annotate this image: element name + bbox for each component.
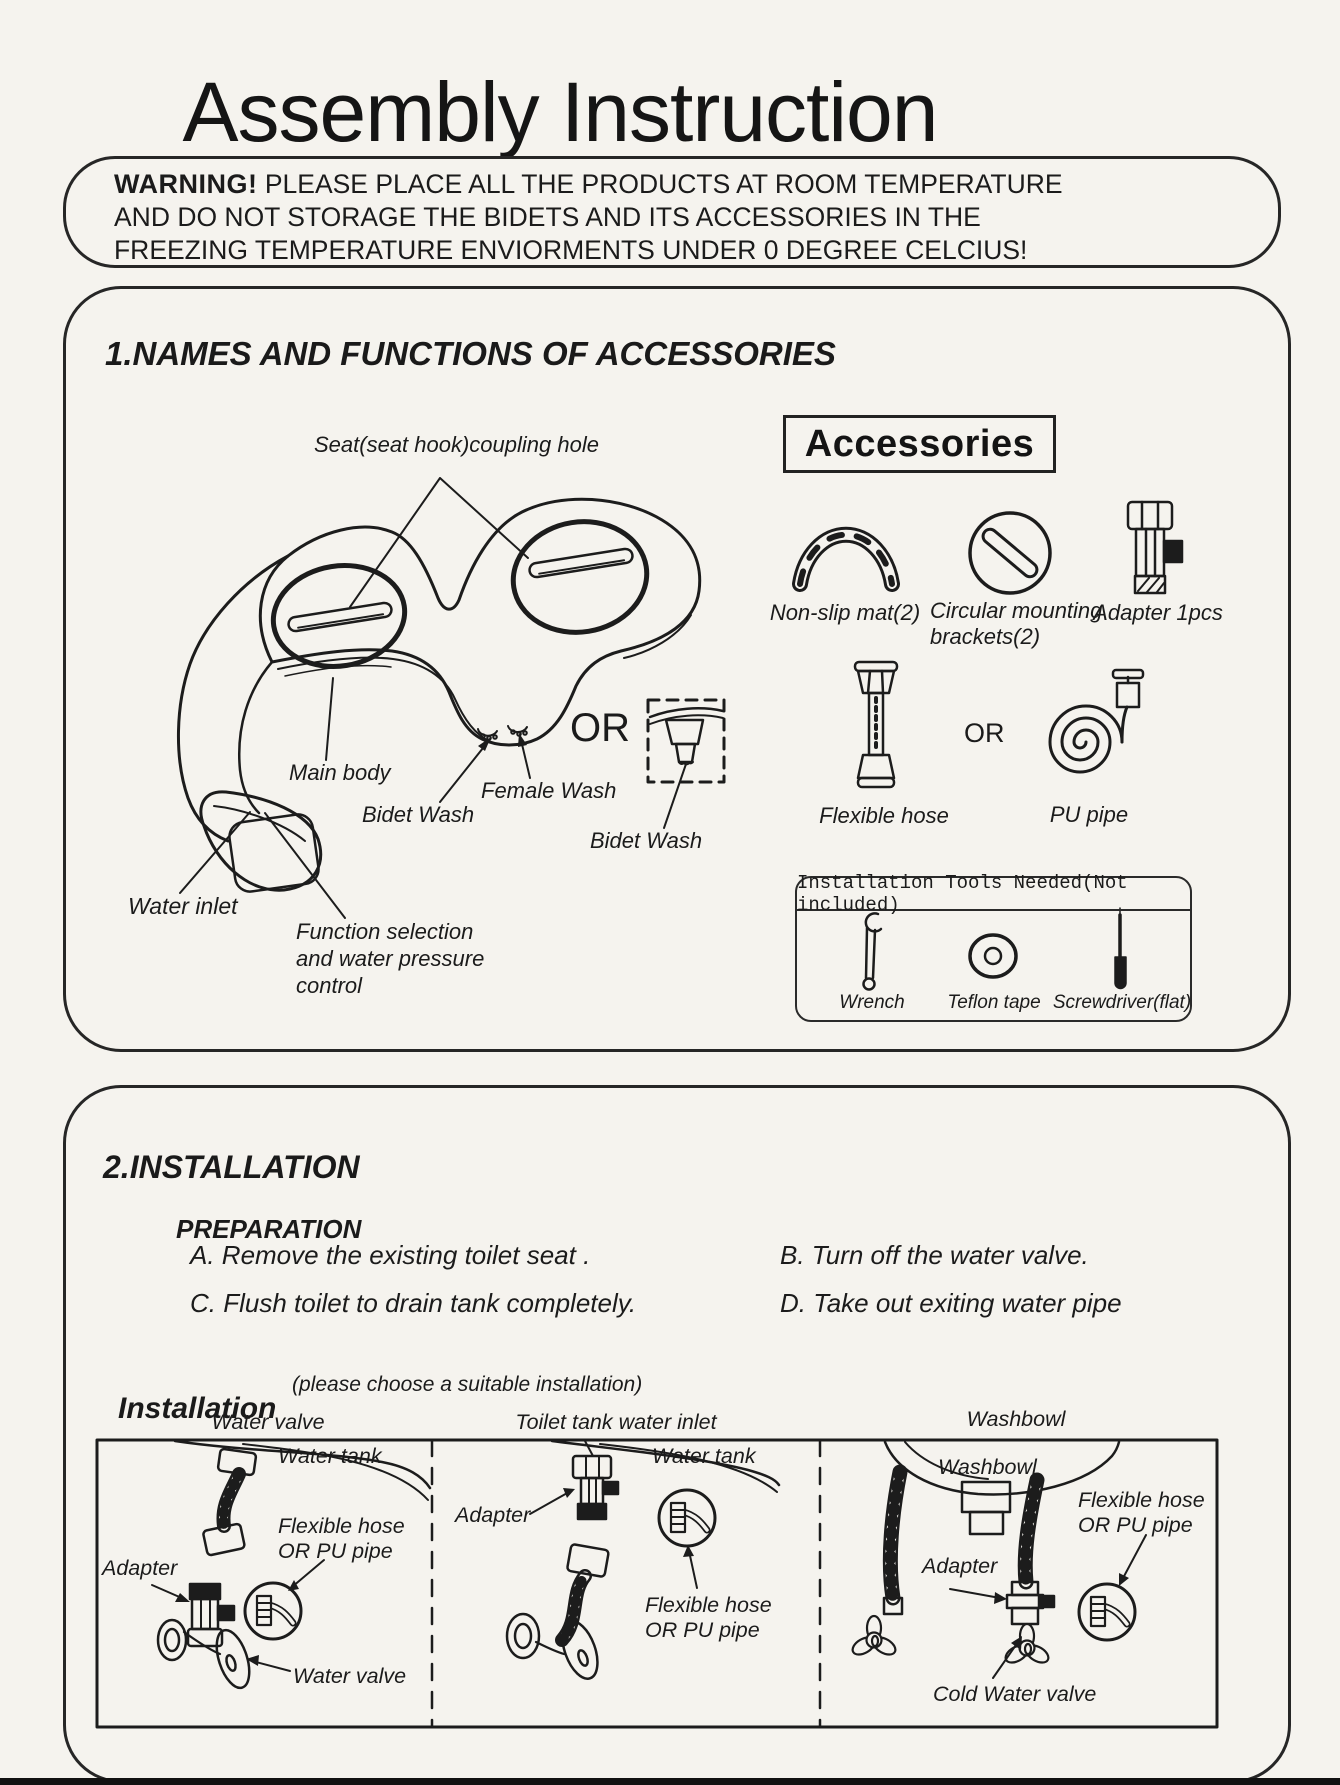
warning-label: WARNING! (114, 169, 258, 199)
panel3-label-cold-water-valve: Cold Water valve (933, 1682, 1097, 1706)
label-screwdriver: Screwdriver(flat) (1052, 992, 1192, 1013)
label-main-body: Main body (289, 760, 391, 785)
section-names-and-functions (63, 286, 1291, 1052)
label-function-selection: Function selection and water pressure co… (296, 919, 485, 998)
warning-text: WARNING! PLEASE PLACE ALL THE PRODUCTS A… (114, 169, 1063, 265)
label-teflon-tape: Teflon tape (947, 992, 1041, 1013)
accessories-title: Accessories (804, 422, 1035, 465)
label-flexible-hose: Flexible hose (819, 803, 949, 828)
label-water-inlet: Water inlet (128, 893, 238, 919)
label-adapter-1pcs: Adapter 1pcs (1093, 600, 1223, 625)
label-female-wash: Female Wash (481, 778, 617, 803)
tools-box: Installation Tools Needed(Not included) (795, 872, 1192, 1022)
panel2-label-adapter: Adapter (455, 1503, 531, 1527)
label-bidet-wash: Bidet Wash (362, 802, 475, 827)
panel1-label-hose: Flexible hose OR PU pipe (278, 1514, 405, 1563)
panel1-label-adapter: Adapter (102, 1556, 178, 1580)
step-d: D. Take out exiting water pipe (780, 1288, 1122, 1318)
label-non-slip-mat: Non-slip mat(2) (769, 600, 921, 625)
panel2-label-water-tank: Water tank (652, 1444, 756, 1468)
label-pu-pipe: PU pipe (1049, 802, 1129, 827)
label-seat-coupling-hole: Seat(seat hook)coupling hole (314, 432, 599, 457)
installation-subtitle: Installation (118, 1392, 277, 1425)
tools-title: Installation Tools Needed(Not included) (797, 872, 1190, 916)
label-bidet-wash-alt: Bidet Wash (590, 828, 703, 853)
step-a: A. Remove the existing toilet seat . (190, 1240, 591, 1270)
warning-box: WARNING! PLEASE PLACE ALL THE PRODUCTS A… (63, 156, 1281, 268)
photo-bottom-edge (0, 1778, 1340, 1785)
panel3-label-hose: Flexible hose OR PU pipe (1078, 1488, 1205, 1537)
accessories-title-box: Accessories (783, 415, 1056, 473)
label-wrench: Wrench (839, 992, 905, 1013)
section2-title: 2.INSTALLATION (103, 1148, 360, 1185)
panel3-label-washbowl: Washbowl (938, 1455, 1037, 1479)
section1-title: 1.NAMES AND FUNCTIONS OF ACCESSORIES (105, 335, 836, 373)
installation-note: (please choose a suitable installation) (292, 1373, 643, 1396)
column-header-toilet-tank: Toilet tank water inlet (515, 1410, 717, 1434)
label-mounting-brackets: Circular mounting brackets(2) (930, 598, 1103, 649)
panel1-label-water-tank: Water tank (278, 1444, 382, 1468)
panel3-label-adapter: Adapter (922, 1554, 998, 1578)
panel2-label-hose: Flexible hose OR PU pipe (645, 1593, 772, 1642)
label-or-accessories: OR (964, 718, 1005, 748)
label-or-main: OR (570, 706, 630, 750)
step-b: B. Turn off the water valve. (780, 1240, 1089, 1270)
preparation-title: PREPARATION (176, 1214, 362, 1244)
page-title: Assembly Instruction (182, 65, 939, 160)
column-header-washbowl: Washbowl (966, 1407, 1066, 1431)
panel1-label-water-valve: Water valve (293, 1664, 407, 1688)
column-header-water-valve: Water valve (211, 1410, 325, 1434)
step-c: C. Flush toilet to drain tank completely… (190, 1288, 637, 1318)
